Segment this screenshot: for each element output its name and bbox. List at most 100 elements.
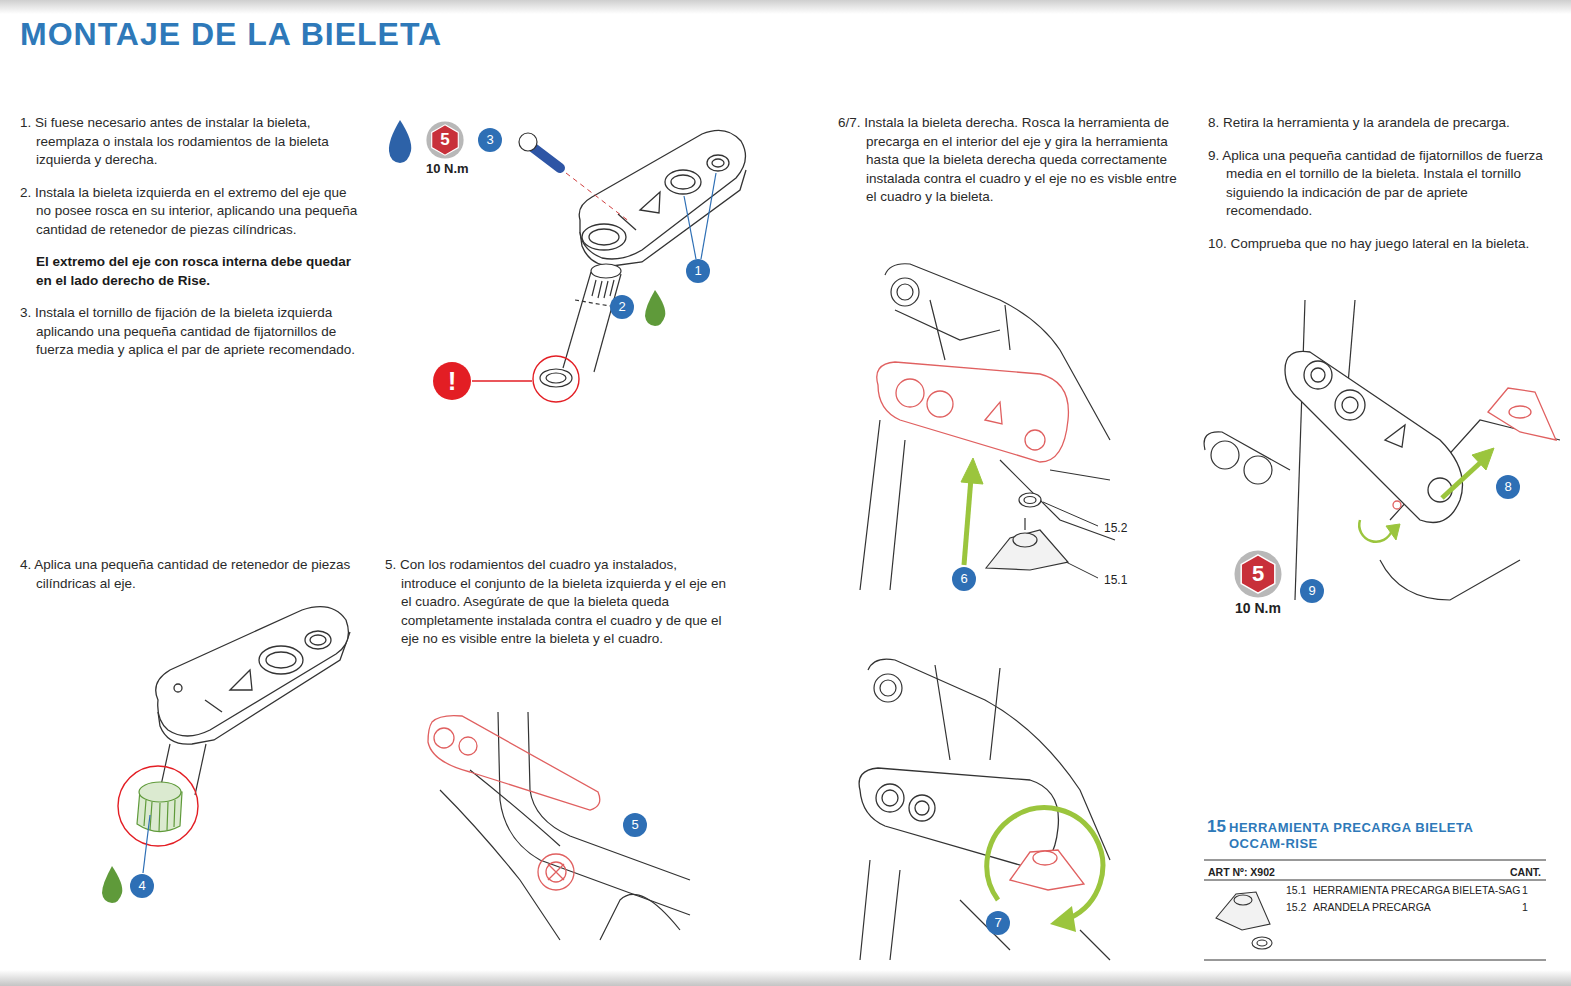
table-cell: CANT. <box>1510 866 1541 880</box>
red-tool <box>1010 850 1084 890</box>
green-arrow <box>1359 520 1392 542</box>
frame-drawing <box>860 420 905 590</box>
link-drawing <box>230 670 252 690</box>
leader-line <box>1043 502 1098 578</box>
frame-drawing <box>891 278 919 306</box>
green-arrow <box>1472 448 1494 470</box>
red-tool <box>1488 388 1556 440</box>
drop-icon <box>645 290 665 326</box>
red-link-outline <box>877 362 1069 462</box>
callout-number: 3 <box>478 128 502 152</box>
frame-drawing <box>440 712 690 940</box>
red-tool <box>1509 406 1531 418</box>
link-drawing <box>174 684 182 692</box>
bolt-drawing <box>566 173 630 222</box>
link-drawing <box>671 175 695 189</box>
text-column: 6/7. Instala la bieleta derecha. Rosca l… <box>838 114 1182 207</box>
drop-icon <box>102 866 122 903</box>
link-drawing <box>589 229 619 245</box>
torque-value: 10 N.m <box>396 161 494 176</box>
red-link-outline <box>428 716 600 890</box>
table-cell: 1 <box>1522 884 1528 898</box>
table-cell: ARANDELA PRECARGA <box>1313 901 1431 915</box>
link-drawing <box>1342 397 1358 413</box>
highlight-circle <box>118 766 198 846</box>
link-drawing <box>582 224 626 250</box>
red-link-outline <box>548 864 564 880</box>
frame-drawing <box>1000 460 1115 540</box>
frame-drawing <box>895 310 1000 340</box>
shaft-drawing <box>591 264 621 278</box>
red-link-outline <box>538 854 574 890</box>
frame-drawing <box>600 894 680 940</box>
link-drawing <box>1285 351 1463 522</box>
red-link-outline <box>877 362 1069 462</box>
callout-number: 1 <box>686 259 710 283</box>
link-drawing <box>707 155 729 171</box>
warning-symbol: ! <box>448 366 457 396</box>
link-drawing <box>618 214 636 230</box>
tool-icon <box>1257 940 1267 946</box>
text-column: 1. Si fuese necesario antes de instalar … <box>20 114 362 360</box>
shaft-drawing <box>540 369 572 387</box>
red-tool <box>1488 388 1556 440</box>
shaft-drawing <box>592 280 614 298</box>
instruction-step: 1. Si fuese necesario antes de instalar … <box>20 114 362 170</box>
table-rule <box>1204 860 1546 960</box>
tool-icon <box>1252 937 1272 949</box>
callout-number: 2 <box>610 295 634 319</box>
instruction-step: 4. Aplica una pequeña cantidad de retene… <box>20 556 362 593</box>
callout-text: 9 <box>1308 583 1315 598</box>
red-tool <box>1010 850 1084 890</box>
link-drawing <box>579 130 745 259</box>
instruction-step: 3. Instala el tornillo de fijación de la… <box>20 304 362 360</box>
frame-drawing <box>935 665 1000 760</box>
warning-mark: ! <box>433 362 471 400</box>
table-heading: HERRAMIENTA PRECARGA BIELETA OCCAM-RISE <box>1229 820 1484 852</box>
instruction-step: 6/7. Instala la bieleta derecha. Rosca l… <box>838 114 1182 207</box>
frame-drawing <box>498 712 690 915</box>
callout-text: 6 <box>960 571 967 586</box>
callout-number: 5 <box>623 813 647 837</box>
red-link-outline <box>1025 430 1045 450</box>
tool-drawing <box>986 530 1068 570</box>
frame-drawing <box>1244 456 1272 484</box>
tool-icon <box>1216 892 1272 949</box>
link-drawing <box>909 795 935 821</box>
red-link-outline <box>434 728 454 748</box>
torque-value: 10 N.m <box>1204 600 1312 616</box>
shaft-drawing <box>546 373 566 383</box>
link-drawing <box>1285 351 1463 522</box>
link-drawing <box>266 652 296 668</box>
red-link-outline <box>428 716 600 810</box>
tool-drawing <box>1013 533 1037 547</box>
link-drawing <box>1393 501 1401 509</box>
callout-text: 4 <box>138 878 145 893</box>
green-arrow <box>1050 906 1076 932</box>
page-shade <box>0 0 1571 14</box>
leader-line <box>143 815 150 873</box>
link-drawing <box>156 607 349 736</box>
link-drawing <box>1311 368 1325 382</box>
highlight-circle <box>472 356 579 402</box>
washer-drawing <box>1024 497 1036 504</box>
hexagon-shape <box>1234 550 1281 597</box>
shaft-drawing <box>575 300 610 306</box>
link-drawing <box>640 192 660 213</box>
warning-note: El extremo del eje con rosca interna deb… <box>20 253 362 290</box>
callout-text: 2 <box>618 299 625 314</box>
part-number: 15.1 <box>1104 573 1127 588</box>
frame-drawing <box>1295 300 1305 600</box>
leader-line <box>684 196 696 259</box>
highlight-circle <box>118 766 198 846</box>
leader-line <box>1043 502 1098 526</box>
red-tool <box>1033 851 1057 865</box>
shaft-drawing <box>195 744 206 795</box>
green-arrow <box>961 458 983 484</box>
frame-drawing <box>1204 432 1290 470</box>
table-cell: 15.2 <box>1286 901 1306 915</box>
link-drawing <box>876 784 904 812</box>
callout-number: 6 <box>952 567 976 591</box>
